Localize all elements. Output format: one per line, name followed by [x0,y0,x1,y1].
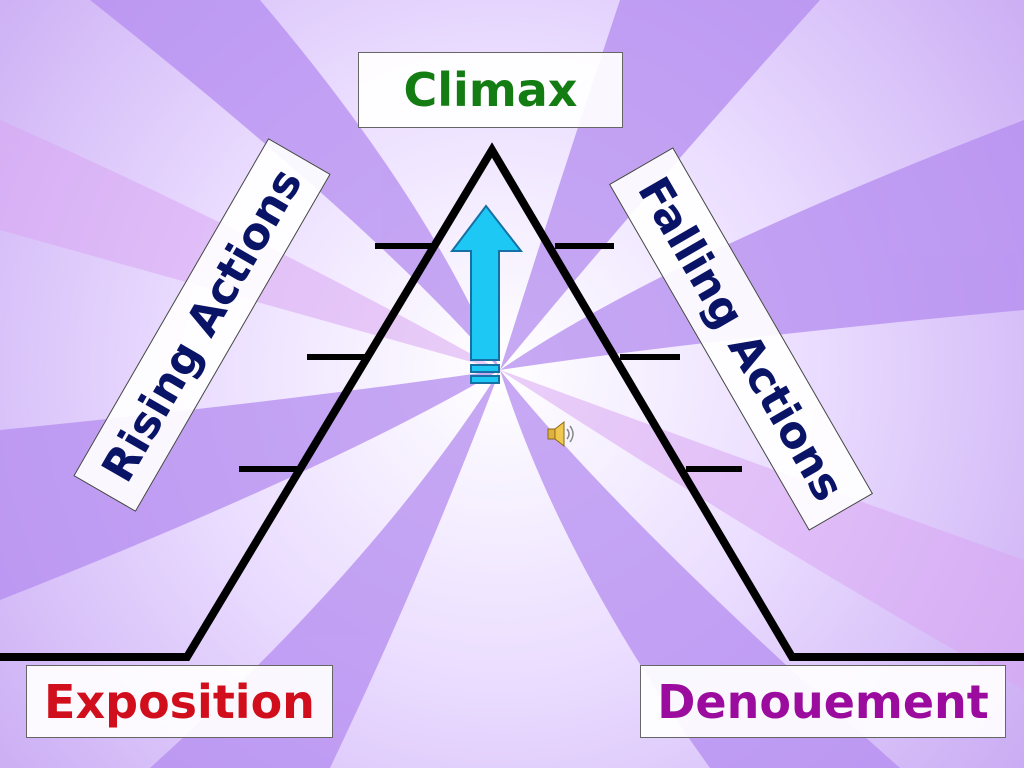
denouement-text: Denouement [657,674,989,729]
climax-text: Climax [403,63,578,117]
speaker-icon[interactable] [545,420,577,448]
exposition-text: Exposition [44,674,315,729]
exposition-label: Exposition [26,665,333,738]
climax-label: Climax [358,52,623,128]
denouement-label: Denouement [640,665,1006,738]
plot-line [0,142,1024,661]
up-arrow-icon [449,204,524,384]
